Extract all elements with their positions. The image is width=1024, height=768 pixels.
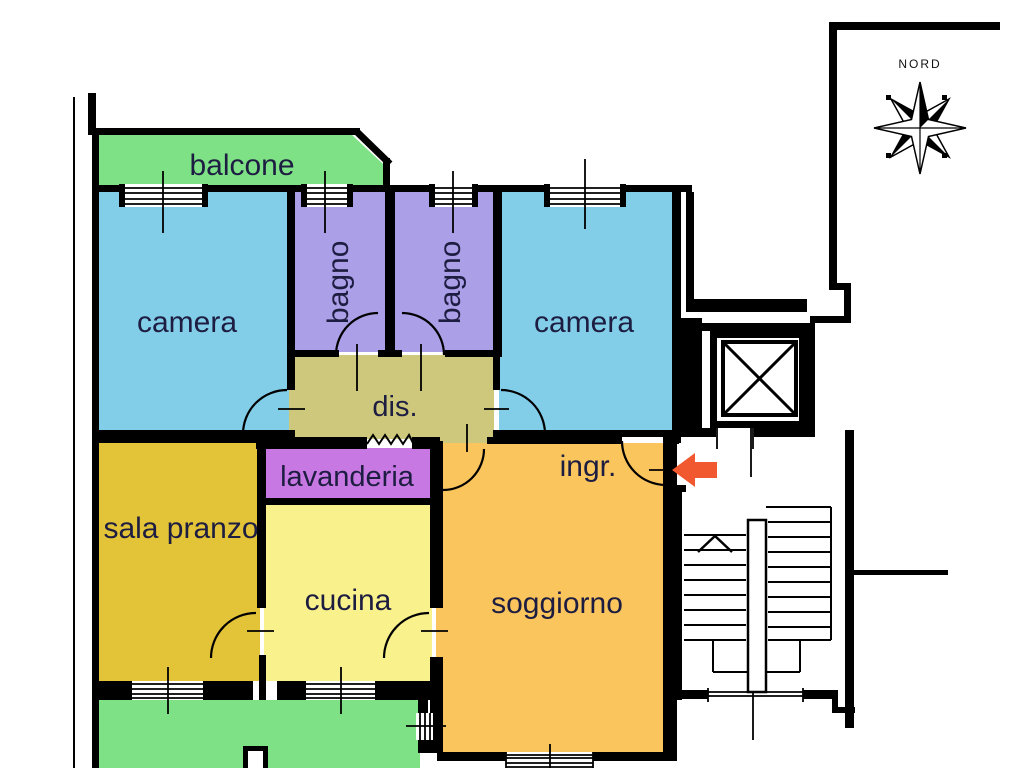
wall	[686, 299, 807, 312]
wall	[73, 97, 75, 768]
wall	[493, 192, 502, 357]
wall	[493, 357, 500, 390]
wall	[670, 485, 682, 700]
room-disimpegno	[289, 355, 494, 439]
stair-divider	[746, 518, 768, 694]
wall	[418, 700, 428, 713]
wall	[829, 283, 851, 290]
wall	[487, 437, 622, 444]
wall	[672, 318, 702, 437]
wall	[702, 428, 815, 437]
wall	[832, 690, 838, 713]
room-lavanderia	[264, 448, 432, 500]
wall	[832, 707, 855, 713]
label-nord: NORD	[898, 57, 942, 71]
label-disimpegno: dis.	[372, 391, 418, 423]
wall	[295, 350, 339, 357]
label-camera-est: camera	[533, 306, 635, 339]
wall	[854, 570, 948, 575]
label-cucina: cucina	[304, 584, 392, 617]
wall	[663, 485, 686, 492]
room-balcone	[99, 135, 385, 192]
wall	[257, 441, 266, 608]
label-lavanderia: lavanderia	[280, 461, 414, 493]
wall	[806, 323, 815, 432]
wall	[92, 681, 430, 700]
wall	[445, 350, 500, 357]
wall	[430, 441, 443, 608]
wall	[430, 657, 443, 753]
wall	[682, 690, 838, 699]
elevator-cab	[717, 338, 799, 421]
wall	[845, 430, 854, 728]
wall	[385, 192, 395, 357]
label-bagno-2: bagno	[434, 240, 467, 324]
stairs-up-arrow	[697, 534, 733, 553]
wall	[418, 740, 443, 753]
wall	[383, 158, 390, 192]
label-sala-pranzo: sala pranzo	[103, 512, 259, 545]
label-ingresso: ingr.	[559, 450, 617, 483]
wall	[844, 283, 851, 323]
room-soggiorno	[436, 443, 665, 753]
wall	[672, 185, 681, 443]
entrance-arrow-icon	[672, 453, 717, 487]
wall	[256, 437, 367, 449]
room-sala-pranzo	[98, 442, 260, 682]
label-soggiorno: soggiorno	[491, 587, 623, 620]
wall	[88, 93, 96, 135]
wall	[287, 192, 295, 390]
wall	[88, 128, 360, 135]
wall	[702, 323, 815, 331]
label-bagno-1: bagno	[322, 240, 355, 324]
compass-icon	[873, 81, 967, 175]
label-balcone: balcone	[189, 149, 295, 182]
pillar-core	[248, 751, 263, 768]
wall	[829, 22, 837, 283]
wall	[378, 350, 402, 357]
wall	[257, 498, 443, 505]
label-camera-ovest: camera	[136, 306, 238, 339]
wall	[437, 752, 677, 761]
wall	[833, 22, 1000, 30]
staircase	[684, 506, 832, 694]
wall	[493, 430, 679, 437]
wall	[259, 655, 266, 698]
wall	[92, 185, 692, 192]
wall	[810, 316, 851, 323]
wall	[686, 192, 694, 312]
wall	[92, 135, 99, 768]
